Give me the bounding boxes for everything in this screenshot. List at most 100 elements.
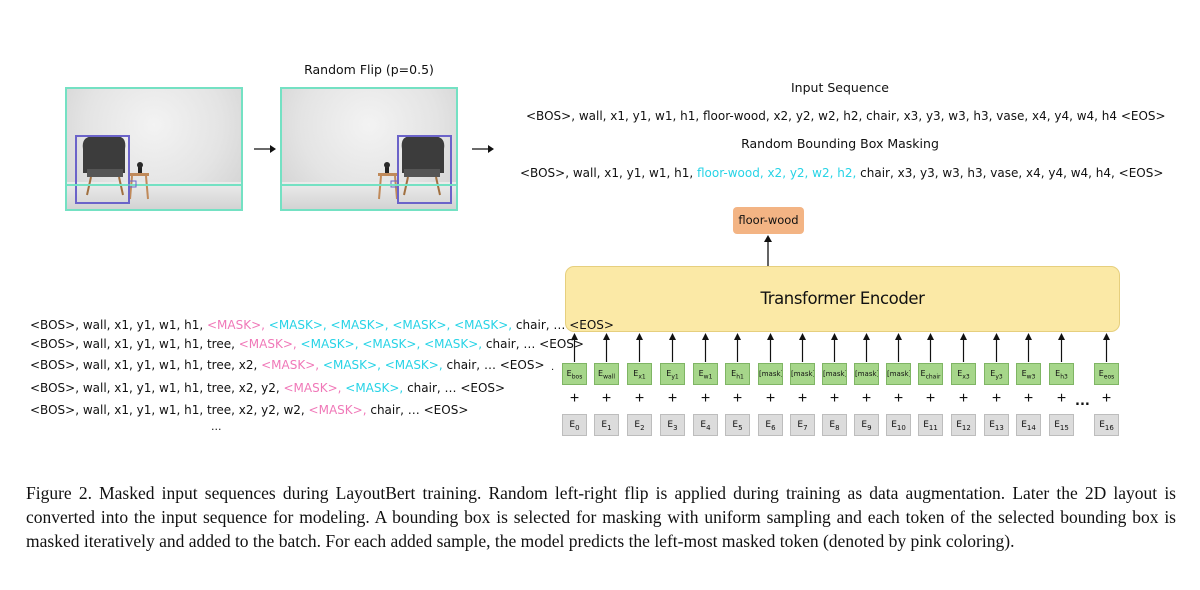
batch-line-pre: <BOS>, wall, x1, y1, w1, h1, tree, x2, y… <box>30 381 284 395</box>
position-embedding-base: E <box>861 420 868 430</box>
token-arrow-4 <box>702 333 709 362</box>
position-embedding-index: 16 <box>1104 423 1114 432</box>
position-embedding-7: E7 <box>790 414 815 436</box>
position-embedding-14: E14 <box>1016 414 1041 436</box>
batch-ellipsis: ... <box>211 420 222 433</box>
batch-line-pre: <BOS>, wall, x1, y1, w1, h1, <box>30 318 207 332</box>
position-embedding-8: E8 <box>822 414 847 436</box>
token-arrow-10 <box>895 333 902 362</box>
left-dot: . <box>551 362 555 373</box>
token-arrow-12 <box>960 333 967 362</box>
position-embedding-base: E <box>700 420 707 430</box>
token-embedding-15: Eh3 <box>1049 363 1074 385</box>
token-arrow-14 <box>1025 333 1032 362</box>
position-embedding-2: E2 <box>627 414 652 436</box>
position-embedding-9: E9 <box>854 414 879 436</box>
position-embedding-base: E <box>765 420 772 430</box>
token-embedding-14: Ew3 <box>1016 363 1041 385</box>
batch-line-pink: <MASK>, <box>283 381 342 395</box>
position-embedding-index: 7 <box>803 423 808 432</box>
token-embedding-base: E <box>990 369 996 378</box>
token-embedding-6: [mask] <box>758 363 783 385</box>
token-embedding-sub: eos <box>1103 373 1115 381</box>
masked-sequence-highlight: floor-wood, x2, y2, w2, h2, <box>696 166 857 180</box>
token-embedding-base: E <box>698 369 704 378</box>
token-embedding-base: E <box>1055 369 1061 378</box>
masked-sequence: <BOS>, wall, x1, y1, w1, h1, floor-wood,… <box>520 166 1163 180</box>
room-image-original <box>65 87 243 211</box>
position-embedding-13: E13 <box>984 414 1009 436</box>
plus-sign-9: + <box>861 390 872 407</box>
token-embedding-base: [mask] <box>855 370 879 378</box>
position-embedding-base: E <box>1099 420 1105 430</box>
token-arrow-16 <box>1103 333 1110 362</box>
batch-line-pink: <MASK>, <box>238 337 297 351</box>
position-embedding-11: E11 <box>918 414 943 436</box>
flip-arrow <box>254 145 276 153</box>
token-arrow-5 <box>734 333 741 362</box>
room-scene-flipped <box>282 135 456 204</box>
position-embedding-base: E <box>797 420 804 430</box>
token-embedding-16: Eeos <box>1094 363 1119 385</box>
position-embedding-index: 5 <box>738 423 743 432</box>
position-embedding-base: E <box>891 420 897 430</box>
position-embedding-base: E <box>569 420 576 430</box>
token-embedding-base: E <box>957 369 963 378</box>
token-embedding-sub: x1 <box>638 373 646 381</box>
masked-sequence-pre: <BOS>, wall, x1, y1, w1, h1, <box>520 166 697 180</box>
token-embedding-base: E <box>1098 369 1104 378</box>
plus-sign-14: + <box>1023 390 1034 407</box>
token-embedding-base: E <box>666 369 672 378</box>
masked-batch-line-3: <BOS>, wall, x1, y1, w1, h1, tree, x2, y… <box>30 381 505 395</box>
position-embedding-6: E6 <box>758 414 783 436</box>
plus-sign-2: + <box>634 390 645 407</box>
token-embedding-sub: h1 <box>736 373 744 381</box>
token-embedding-13: Ey3 <box>984 363 1009 385</box>
token-embedding-0: Ebos <box>562 363 587 385</box>
position-embedding-4: E4 <box>693 414 718 436</box>
position-embedding-base: E <box>667 420 674 430</box>
batch-line-cyan: <MASK>, <MASK>, <box>319 358 443 372</box>
token-embedding-sub: y3 <box>995 373 1003 381</box>
masked-sequence-post: chair, x3, y3, w3, h3, vase, x4, y4, w4,… <box>856 166 1164 180</box>
plus-sign-8: + <box>829 390 840 407</box>
token-embedding-12: Ex3 <box>951 363 976 385</box>
position-embedding-10: E10 <box>886 414 911 436</box>
position-embedding-index: 13 <box>994 423 1004 432</box>
token-embedding-sub: bos <box>571 373 583 381</box>
plus-sign-16: + <box>1101 390 1112 407</box>
token-embedding-sub: h3 <box>1060 373 1068 381</box>
position-embedding-index: 14 <box>1026 423 1036 432</box>
token-arrow-7 <box>799 333 806 362</box>
masking-title: Random Bounding Box Masking <box>741 136 939 151</box>
batch-line-cyan: <MASK>, <MASK>, <MASK>, <box>296 337 483 351</box>
input-sequence: <BOS>, wall, x1, y1, w1, h1, floor-wood,… <box>526 109 1166 123</box>
batch-line-pink: <MASK>, <box>261 358 320 372</box>
plus-sign-0: + <box>569 390 580 407</box>
token-embedding-1: Ewall <box>594 363 619 385</box>
token-arrow-15 <box>1058 333 1065 362</box>
position-embedding-3: E3 <box>660 414 685 436</box>
token-arrow-11 <box>927 333 934 362</box>
token-embedding-base: [mask] <box>759 370 783 378</box>
plus-sign-4: + <box>700 390 711 407</box>
token-embedding-11: Echair <box>918 363 943 385</box>
transformer-encoder: Transformer Encoder <box>565 266 1120 332</box>
batch-line-pink: <MASK>, <box>308 403 367 417</box>
position-embedding-15: E15 <box>1049 414 1074 436</box>
plus-sign-7: + <box>797 390 808 407</box>
position-embedding-base: E <box>829 420 836 430</box>
token-arrow-1 <box>603 333 610 362</box>
position-embedding-1: E1 <box>594 414 619 436</box>
position-embedding-index: 4 <box>706 423 711 432</box>
plus-sign-3: + <box>667 390 678 407</box>
position-embedding-base: E <box>923 420 929 430</box>
position-embedding-index: 9 <box>867 423 872 432</box>
plus-sign-6: + <box>765 390 776 407</box>
output-token-floor-wood: floor-wood <box>733 207 804 234</box>
batch-line-cyan: <MASK>, <box>341 381 404 395</box>
position-embedding-16: E16 <box>1094 414 1119 436</box>
token-embedding-sub: x3 <box>962 373 970 381</box>
token-arrows <box>571 333 1110 362</box>
token-arrow-8 <box>831 333 838 362</box>
